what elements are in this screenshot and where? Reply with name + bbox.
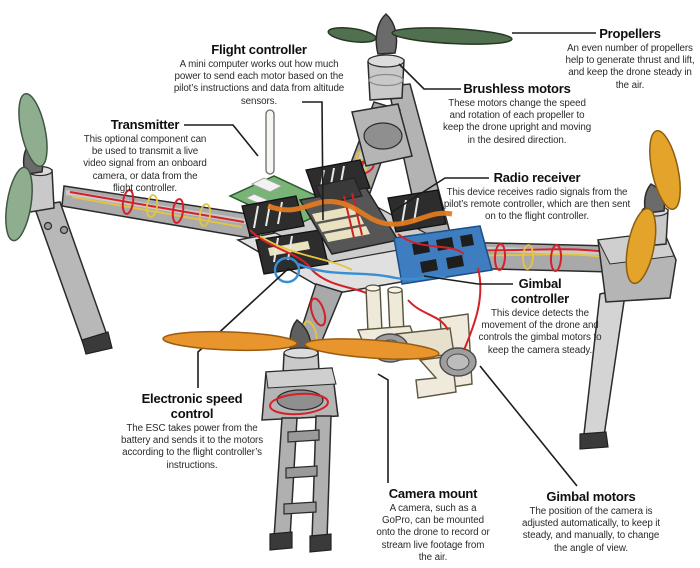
label-camera-mount: Camera mount A camera, such as a GoPro, …: [374, 486, 492, 564]
label-gimbal-motors-title: Gimbal motors: [546, 489, 636, 504]
label-camera-mount-body: A camera, such as a GoPro, can be mounte…: [376, 503, 490, 563]
label-brushless-motors-title: Brushless motors: [463, 81, 571, 96]
leader-camera-mount: [377, 373, 389, 483]
label-propellers: Propellers An even number of propellers …: [564, 26, 696, 92]
label-brushless-motors: Brushless motors These motors change the…: [442, 81, 592, 147]
leader-radio-receiver: [391, 177, 489, 213]
left-propeller: [5, 92, 48, 242]
label-transmitter-body: This optional component can be used to t…: [83, 134, 207, 194]
label-electronic-speed-control-title: Electronic speed control: [141, 391, 243, 421]
right-propeller: [625, 130, 681, 285]
label-gimbal-controller: Gimbal controller This device detects th…: [478, 276, 602, 357]
leader-brushless-motors: [398, 63, 461, 90]
flight-controller-board: [298, 177, 400, 255]
label-electronic-speed-control: Electronic speed control The ESC takes p…: [114, 391, 270, 472]
gimbal-controller-board: [393, 225, 493, 285]
rear-brushless-motor: [351, 12, 413, 167]
leader-gimbal-motors: [479, 365, 578, 487]
label-radio-receiver: Radio receiver This device receives radi…: [443, 170, 631, 224]
label-transmitter: Transmitter This optional component can …: [83, 117, 207, 195]
label-flight-controller: Flight controller A mini computer works …: [173, 42, 345, 108]
front-motor-mount: [261, 347, 339, 421]
label-gimbal-controller-title: Gimbal controller: [511, 276, 569, 306]
label-gimbal-motors: Gimbal motors The position of the camera…: [522, 489, 660, 555]
leader-lines: [184, 32, 596, 487]
label-brushless-motors-body: These motors change the speed and rotati…: [442, 98, 592, 146]
leader-electronic-speed-control: [197, 267, 290, 388]
label-radio-receiver-body: This device receives radio signals from …: [443, 187, 631, 223]
gimbal-assembly: [356, 267, 482, 399]
label-flight-controller-body: A mini computer works out how much power…: [173, 59, 345, 107]
label-radio-receiver-title: Radio receiver: [493, 170, 581, 185]
label-gimbal-controller-body: This device detects the movement of the …: [478, 308, 602, 356]
label-camera-mount-title: Camera mount: [388, 486, 478, 501]
antenna: [265, 109, 275, 175]
rear-propeller: [327, 26, 513, 45]
left-leg: [32, 201, 113, 355]
front-propeller: [162, 330, 440, 360]
label-propellers-body: An even number of propellers help to gen…: [565, 43, 695, 91]
label-flight-controller-title: Flight controller: [211, 42, 307, 57]
label-propellers-title: Propellers: [599, 26, 661, 41]
leader-flight-controller: [302, 101, 324, 221]
label-transmitter-title: Transmitter: [110, 117, 180, 132]
leader-gimbal-controller: [423, 275, 513, 285]
left-arm: [61, 185, 251, 239]
label-gimbal-motors-body: The position of the camera is adjusted a…: [522, 506, 661, 554]
label-electronic-speed-control-body: The ESC takes power from the battery and…: [121, 423, 263, 471]
leader-transmitter: [184, 124, 259, 157]
front-leg-ladder: [269, 415, 332, 553]
